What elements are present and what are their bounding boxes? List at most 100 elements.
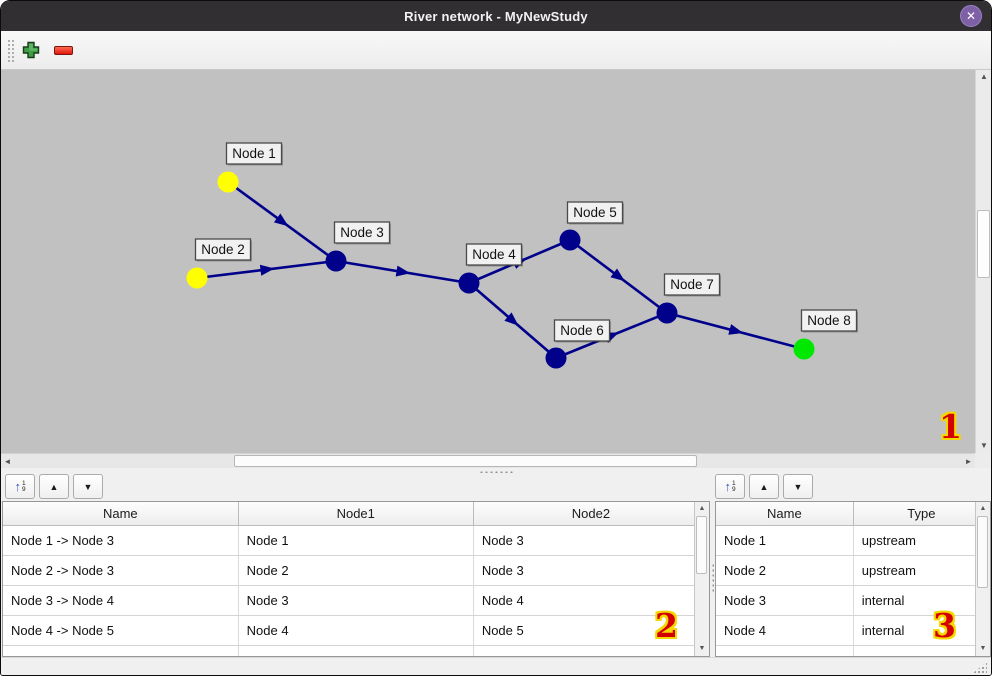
remove-button[interactable] (51, 38, 75, 62)
network-graph: Node 1 Node 2 Node 3 Node 4 Node 5 Node 6 Node… (186, 142, 858, 369)
table-cell: Node 1 -> Node 3 (3, 525, 239, 556)
scroll-up-icon[interactable]: ▲ (698, 505, 706, 512)
table-row[interactable] (716, 645, 990, 656)
graph-node[interactable] (545, 347, 567, 369)
node-label: Node 5 (566, 201, 624, 225)
table-cell: Node 2 (238, 555, 474, 586)
canvas-vertical-scrollbar[interactable]: ▲ ▼ (975, 70, 991, 453)
node-label: Node 3 (333, 221, 391, 245)
table-cell: Node 2 (716, 555, 854, 586)
node-label: Node 1 (225, 142, 283, 166)
scroll-left-icon[interactable]: ◄ (3, 457, 12, 466)
column-header[interactable]: Node1 (237, 502, 474, 526)
canvas-horizontal-scrollbar[interactable]: ◄ ► (1, 453, 975, 468)
edge-arrow-icon (395, 265, 411, 277)
scroll-right-icon[interactable]: ► (964, 457, 973, 466)
column-header[interactable]: Name (3, 502, 239, 526)
horizontal-splitter[interactable] (1, 468, 991, 474)
graph-node[interactable] (186, 267, 208, 289)
svg-text:Node 6: Node 6 (560, 323, 604, 338)
reaches-move-up-button[interactable]: ▲ (39, 474, 69, 499)
table-cell: upstream (853, 555, 990, 586)
table-row[interactable] (3, 645, 709, 656)
graph-node[interactable] (559, 229, 581, 251)
scroll-thumb[interactable] (696, 516, 707, 574)
splitter-grip-icon (711, 563, 714, 593)
reaches-move-down-button[interactable]: ▼ (73, 474, 103, 499)
scrollbar-corner (975, 453, 991, 468)
table-cell: Node 5 (473, 615, 709, 646)
splitter-grip-icon (479, 470, 515, 473)
resize-grip-icon[interactable] (973, 662, 987, 673)
river-network-canvas[interactable]: Node 1 Node 2 Node 3 Node 4 Node 5 Node 6 Node… (1, 70, 975, 453)
plus-icon (22, 41, 40, 59)
node-label: Node 2 (194, 238, 252, 262)
svg-text:Node 2: Node 2 (201, 242, 245, 257)
vertical-splitter[interactable] (710, 501, 715, 657)
svg-text:Node 1: Node 1 (232, 146, 276, 161)
graph-node[interactable] (656, 302, 678, 324)
add-button[interactable] (19, 38, 43, 62)
scroll-down-icon[interactable]: ▼ (698, 645, 706, 652)
window-title: River network - MyNewStudy (404, 8, 588, 24)
scroll-up-icon[interactable]: ▲ (980, 72, 988, 81)
nodes-move-up-button[interactable]: ▲ (749, 474, 779, 499)
graph-node[interactable] (325, 250, 347, 272)
close-button[interactable]: ✕ (960, 5, 982, 27)
nodes-table-scrollbar[interactable]: ▲ ▼ (975, 502, 990, 656)
toolbar-drag-handle[interactable] (7, 39, 15, 62)
vertical-scroll-thumb[interactable] (977, 210, 990, 278)
scroll-thumb[interactable] (977, 516, 988, 588)
node-label: Node 8 (800, 309, 858, 333)
nodes-move-down-button[interactable]: ▼ (783, 474, 813, 499)
reaches-table-scrollbar[interactable]: ▲ ▼ (694, 502, 709, 656)
node-label: Node 4 (465, 243, 523, 267)
edge-arrow-icon (504, 312, 519, 326)
column-header[interactable]: Type (852, 502, 990, 526)
edge-arrow-icon (273, 213, 289, 227)
graph-node[interactable] (458, 272, 480, 294)
scroll-up-icon[interactable]: ▲ (979, 505, 987, 512)
close-icon: ✕ (965, 9, 977, 23)
graph-node[interactable] (793, 338, 815, 360)
scroll-down-icon[interactable]: ▼ (979, 645, 987, 652)
table-cell: Node 3 -> Node 4 (3, 585, 239, 616)
table-cell: Node 3 (716, 585, 854, 616)
table-cell (853, 645, 990, 656)
horizontal-scroll-thumb[interactable] (234, 455, 697, 467)
table-cell (473, 645, 709, 656)
table-cell: Node 1 (238, 525, 474, 556)
svg-text:Node 4: Node 4 (472, 247, 516, 262)
table-cell (716, 645, 854, 656)
table-cell (3, 645, 239, 656)
title-bar[interactable]: River network - MyNewStudy ✕ (1, 1, 991, 31)
table-cell: Node 3 (473, 525, 709, 556)
toolbar (1, 31, 991, 70)
graph-node[interactable] (217, 171, 239, 193)
column-header[interactable]: Name (716, 502, 854, 526)
table-cell: Node 1 (716, 525, 854, 556)
table-cell: Node 4 (238, 615, 474, 646)
scroll-down-icon[interactable]: ▼ (980, 441, 988, 450)
table-cell (238, 645, 474, 656)
column-header[interactable]: Node2 (472, 502, 709, 526)
down-triangle-icon: ▼ (793, 481, 803, 492)
